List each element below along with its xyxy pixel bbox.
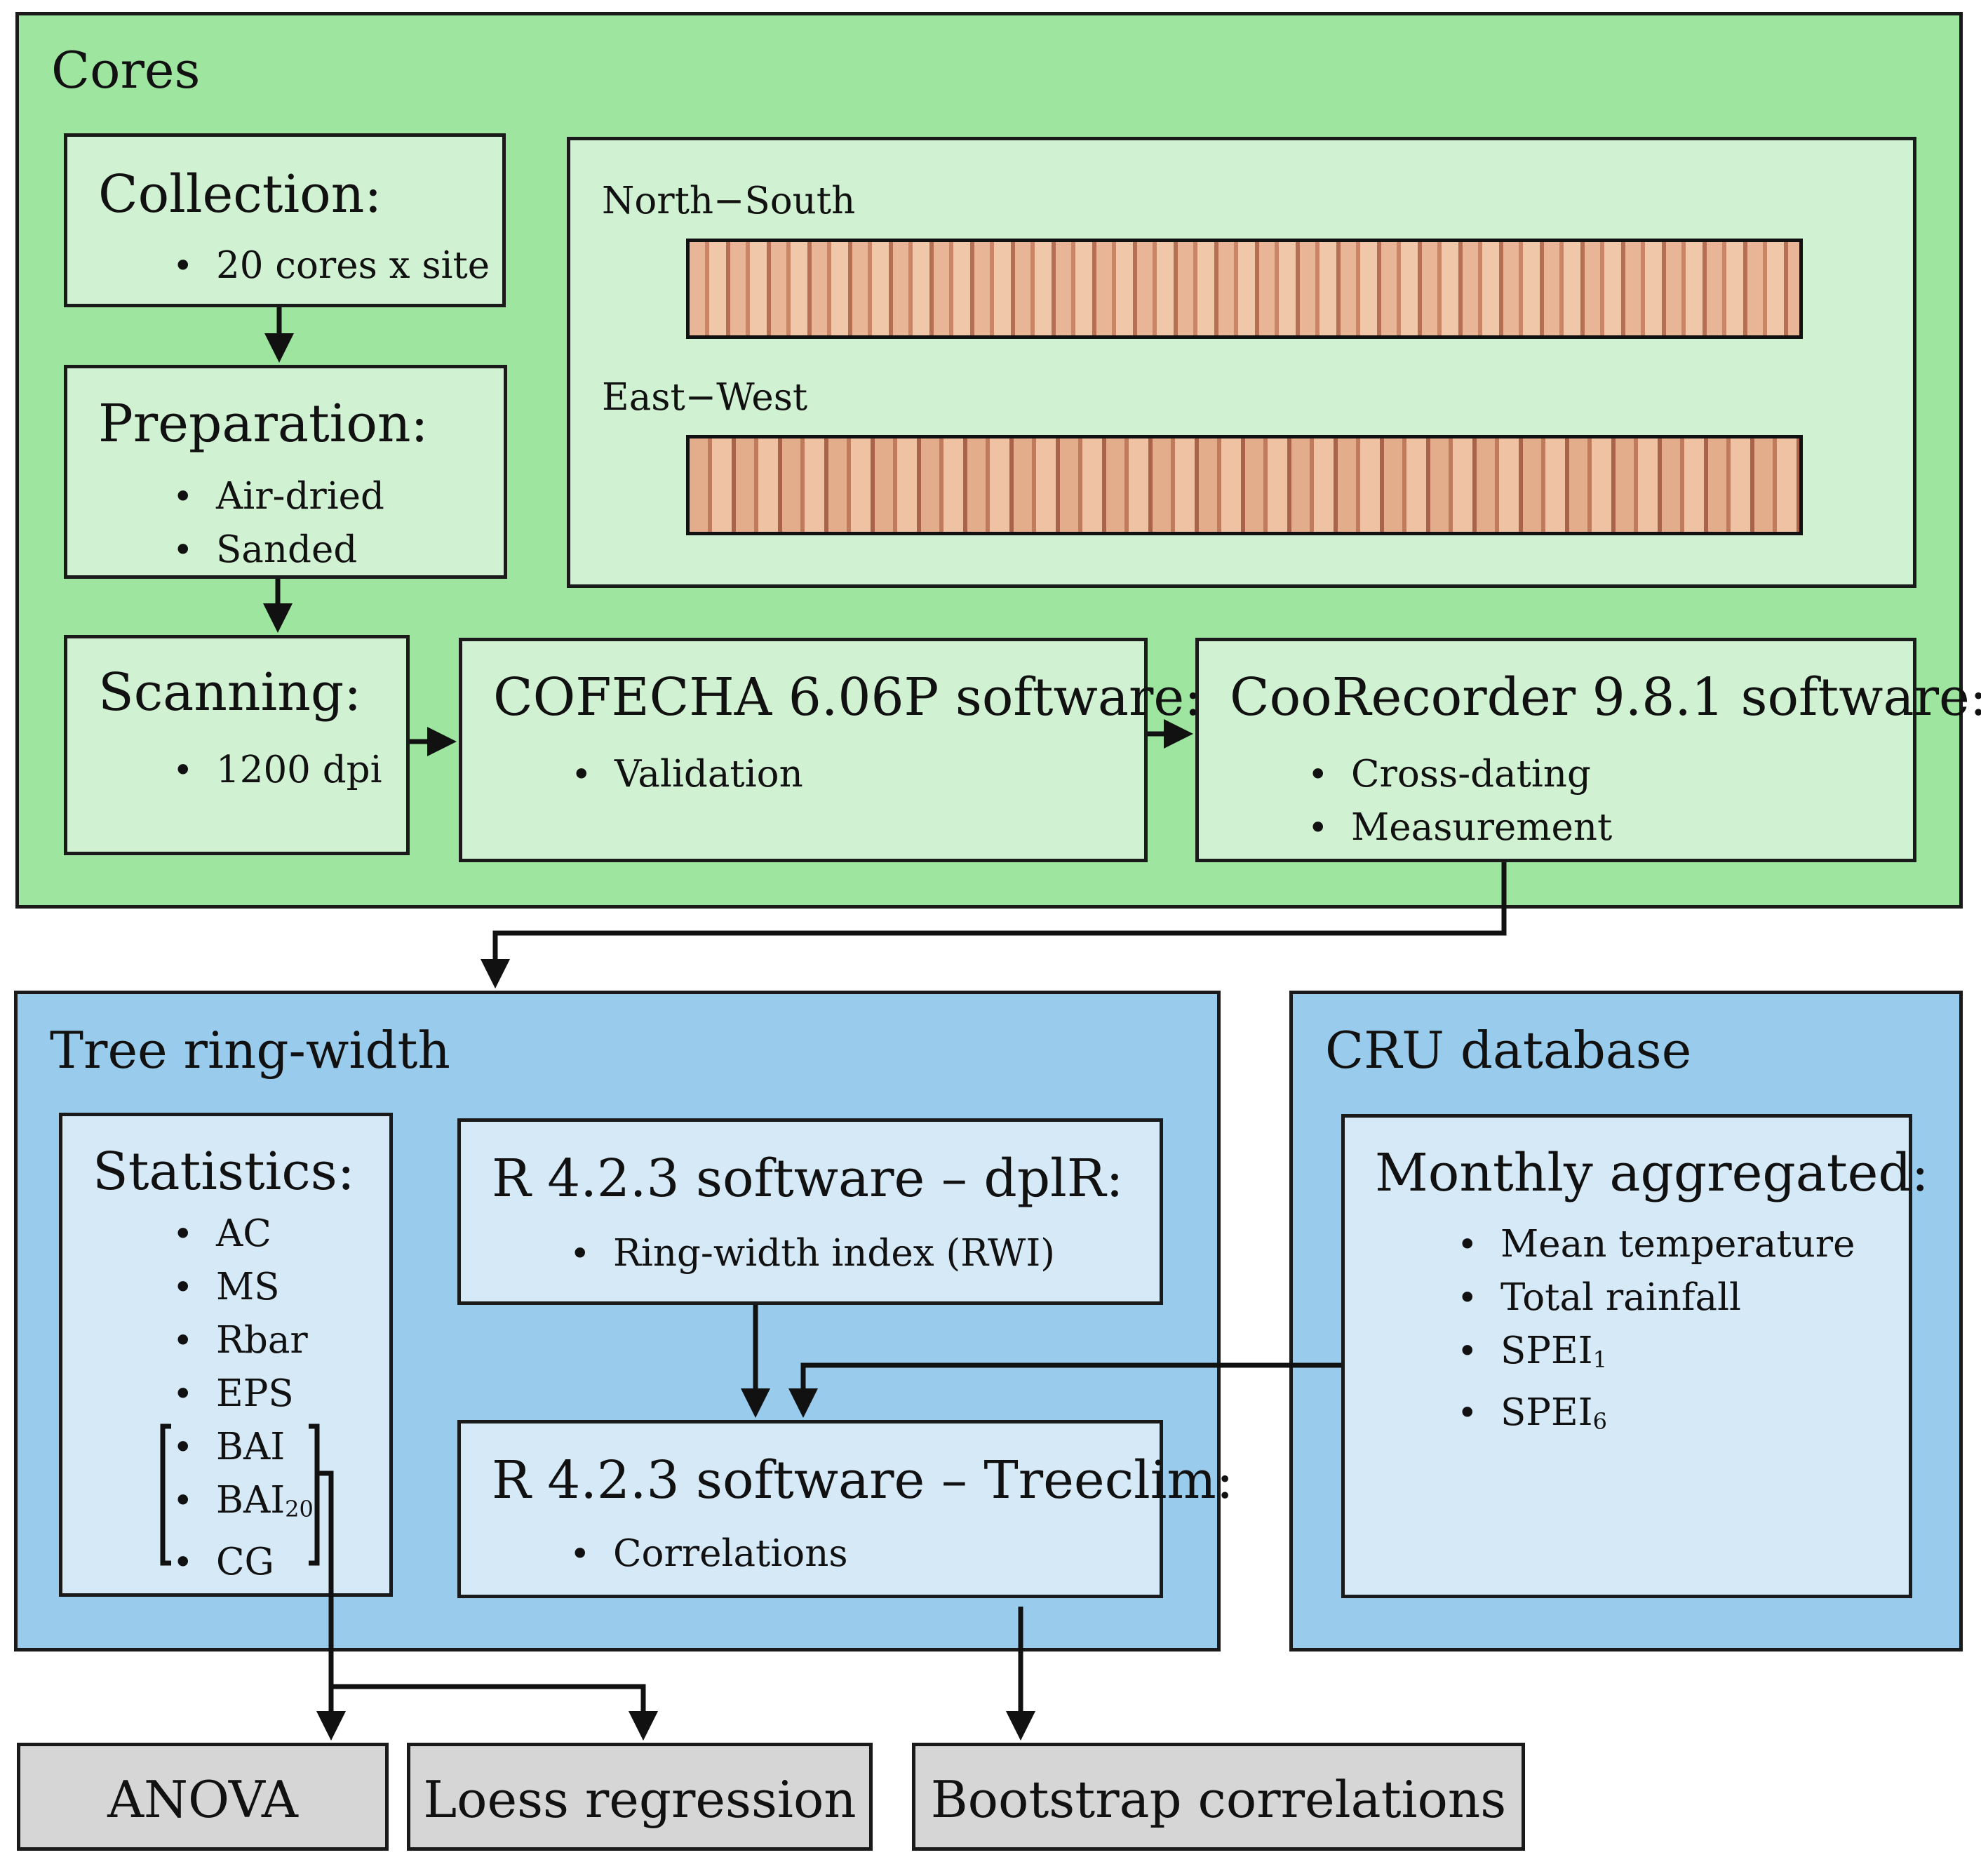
- spei1-base: SPEI: [1500, 1329, 1593, 1372]
- dplr-box: R 4.2.3 software – dplR: Ring-width inde…: [457, 1118, 1163, 1305]
- treeclim-title: R 4.2.3 software – Treeclim:: [492, 1450, 1234, 1510]
- list-item: Mean temperature: [1457, 1218, 1855, 1271]
- statistics-bracket-left: [160, 1423, 171, 1566]
- coorecorder-box: CooRecorder 9.8.1 software: Cross-dating…: [1195, 638, 1981, 862]
- dplr-list: Ring-width index (RWI): [570, 1227, 1055, 1280]
- bai20-subscript: 20: [285, 1496, 314, 1522]
- statistics-bracket-right: [309, 1423, 320, 1566]
- dplr-title: R 4.2.3 software – dplR:: [492, 1148, 1124, 1209]
- arrow-bracket-to-loess: [331, 1684, 658, 1741]
- monthly-aggregated-box: Monthly aggregated: Mean temperature Tot…: [1341, 1114, 1929, 1598]
- bai20-base: BAI: [216, 1479, 286, 1522]
- monthly-aggregated-title: Monthly aggregated:: [1375, 1143, 1929, 1203]
- loess-regression-box: Loess regression: [407, 1743, 873, 1851]
- list-item: BAI20: [173, 1474, 314, 1536]
- list-item: Measurement: [1308, 801, 1612, 855]
- list-item: Rbar: [173, 1314, 314, 1367]
- list-item: EPS: [173, 1367, 314, 1421]
- preparation-list: Air-dried Sanded: [173, 470, 384, 577]
- cru-database-title: CRU database: [1325, 1021, 1692, 1080]
- loess-regression-label: Loess regression: [423, 1770, 857, 1829]
- treeclim-list: Correlations: [570, 1527, 848, 1581]
- collection-box: Collection: 20 cores x site: [64, 133, 506, 307]
- cores-title: Cores: [51, 41, 201, 100]
- list-item: Air-dried: [173, 470, 384, 523]
- arrow-bracket-to-anova: [316, 1470, 346, 1741]
- scanning-list: 1200 dpi: [173, 744, 382, 797]
- statistics-list: AC MS Rbar EPS BAI BAI20 CG: [173, 1207, 314, 1589]
- list-item: BAI: [173, 1421, 314, 1474]
- monthly-aggregated-list: Mean temperature Total rainfall SPEI1 SP…: [1457, 1218, 1855, 1448]
- list-item: Ring-width index (RWI): [570, 1227, 1055, 1280]
- spei6-subscript: 6: [1592, 1408, 1607, 1435]
- cofecha-title: COFECHA 6.06P software:: [493, 667, 1202, 728]
- list-item: SPEI6: [1457, 1386, 1855, 1448]
- spei6-base: SPEI: [1500, 1391, 1593, 1434]
- preparation-title: Preparation:: [98, 394, 429, 454]
- list-item: Sanded: [173, 523, 384, 577]
- coorecorder-list: Cross-dating Measurement: [1308, 748, 1612, 855]
- list-item: Cross-dating: [1308, 748, 1612, 801]
- list-item: 20 cores x site: [173, 239, 490, 293]
- list-item: Validation: [571, 748, 803, 801]
- north-south-label: North−South: [602, 180, 856, 222]
- treeclim-box: R 4.2.3 software – Treeclim: Correlation…: [457, 1420, 1234, 1598]
- cofecha-list: Validation: [571, 748, 803, 801]
- east-west-label: East−West: [602, 376, 808, 419]
- statistics-title: Statistics:: [93, 1141, 355, 1202]
- statistics-box: Statistics: AC MS Rbar EPS BAI BAI20 CG: [59, 1113, 393, 1597]
- collection-list: 20 cores x site: [173, 239, 490, 293]
- north-south-core-image: [686, 239, 1803, 339]
- scanning-box: Scanning: 1200 dpi: [64, 635, 410, 855]
- arrow-cru-to-treeclim: [788, 1362, 1341, 1418]
- list-item: AC: [173, 1207, 314, 1261]
- tree-ring-width-title: Tree ring-width: [50, 1021, 450, 1080]
- list-item: CG: [173, 1536, 314, 1589]
- collection-title: Collection:: [98, 164, 382, 225]
- scanning-title: Scanning:: [98, 662, 362, 723]
- bootstrap-correlations-box: Bootstrap correlations: [912, 1743, 1525, 1851]
- core-samples-panel: North−South East−West: [567, 137, 1916, 588]
- list-item: SPEI1: [1457, 1325, 1855, 1386]
- arrow-coorecorder-to-tree-ring: [481, 862, 1507, 989]
- preparation-box: Preparation: Air-dried Sanded: [64, 365, 507, 579]
- list-item: 1200 dpi: [173, 744, 382, 797]
- east-west-core-image: [686, 435, 1803, 535]
- cofecha-box: COFECHA 6.06P software: Validation: [459, 638, 1202, 862]
- anova-box: ANOVA: [17, 1743, 389, 1851]
- spei1-subscript: 1: [1592, 1346, 1607, 1373]
- anova-label: ANOVA: [107, 1770, 298, 1829]
- list-item: MS: [173, 1261, 314, 1314]
- list-item: Total rainfall: [1457, 1271, 1855, 1325]
- coorecorder-title: CooRecorder 9.8.1 software:: [1230, 667, 1981, 728]
- list-item: Correlations: [570, 1527, 848, 1581]
- bootstrap-correlations-label: Bootstrap correlations: [930, 1770, 1507, 1829]
